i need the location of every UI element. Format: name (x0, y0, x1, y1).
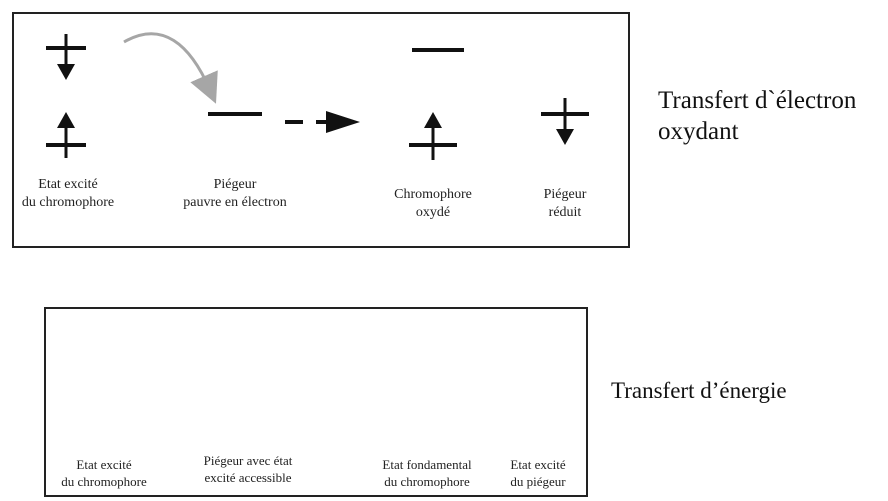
spin-up-arrow-icon (57, 112, 75, 128)
caption-ground-chromophore: Etat fondamental du chromophore (382, 456, 471, 490)
caption-reduced-trap: Piégeur réduit (544, 186, 587, 222)
caption-electron-poor-trap: Piégeur pauvre en électron (183, 176, 286, 212)
caption-line: du chromophore (21, 195, 115, 210)
energy-transfer-title: Transfert d’énergie (611, 375, 787, 406)
title-line: oxydant (658, 118, 739, 145)
oxidative-transfer-title: Transfert d`électron oxydant (658, 85, 856, 147)
caption-trap-accessible-state: Piégeur avec état excité accessible (204, 452, 293, 486)
caption-excited-chromophore: Etat excité du chromophore (22, 176, 114, 212)
title-line: Transfert d’énergie (611, 378, 787, 403)
caption-excited-trap: Etat excité du piégeur (510, 456, 565, 490)
reduced-trap-level (541, 98, 589, 145)
energy-transfer-panel (44, 307, 588, 497)
caption-line: Piégeur (213, 177, 257, 192)
caption-line: Etat excité (38, 177, 98, 192)
excited-chromophore-upper-level (46, 34, 86, 80)
caption-line: Etat excité (510, 457, 566, 472)
caption-line: Etat fondamental (382, 457, 472, 472)
title-line: Transfert d`électron (658, 87, 857, 114)
oxidative-transfer-panel (12, 12, 630, 248)
caption-line: réduit (548, 205, 582, 220)
caption-line: Chromophore (394, 187, 472, 202)
caption-line: du chromophore (384, 474, 470, 489)
excited-chromophore-lower-level (46, 112, 86, 158)
spin-down-arrow-icon (57, 64, 75, 80)
caption-line: Etat excité (76, 457, 132, 472)
caption-bottom-excited-chromophore: Etat excité du chromophore (61, 456, 147, 490)
caption-line: Piégeur avec état (203, 453, 293, 468)
caption-line: excité accessible (204, 470, 292, 485)
caption-line: Piégeur (543, 187, 587, 202)
caption-line: oxydé (415, 205, 451, 220)
oxidized-chromophore-lower-level (409, 112, 457, 160)
curved-transfer-arrow-icon (123, 32, 218, 104)
caption-line: du piégeur (510, 474, 566, 489)
caption-line: du chromophore (61, 474, 147, 489)
dashed-reaction-arrow-icon (285, 111, 360, 133)
caption-oxidized-chromophore: Chromophore oxydé (394, 186, 472, 222)
spin-down-arrow-icon (556, 129, 574, 145)
spin-up-arrow-icon (424, 112, 442, 128)
caption-line: pauvre en électron (183, 195, 287, 210)
